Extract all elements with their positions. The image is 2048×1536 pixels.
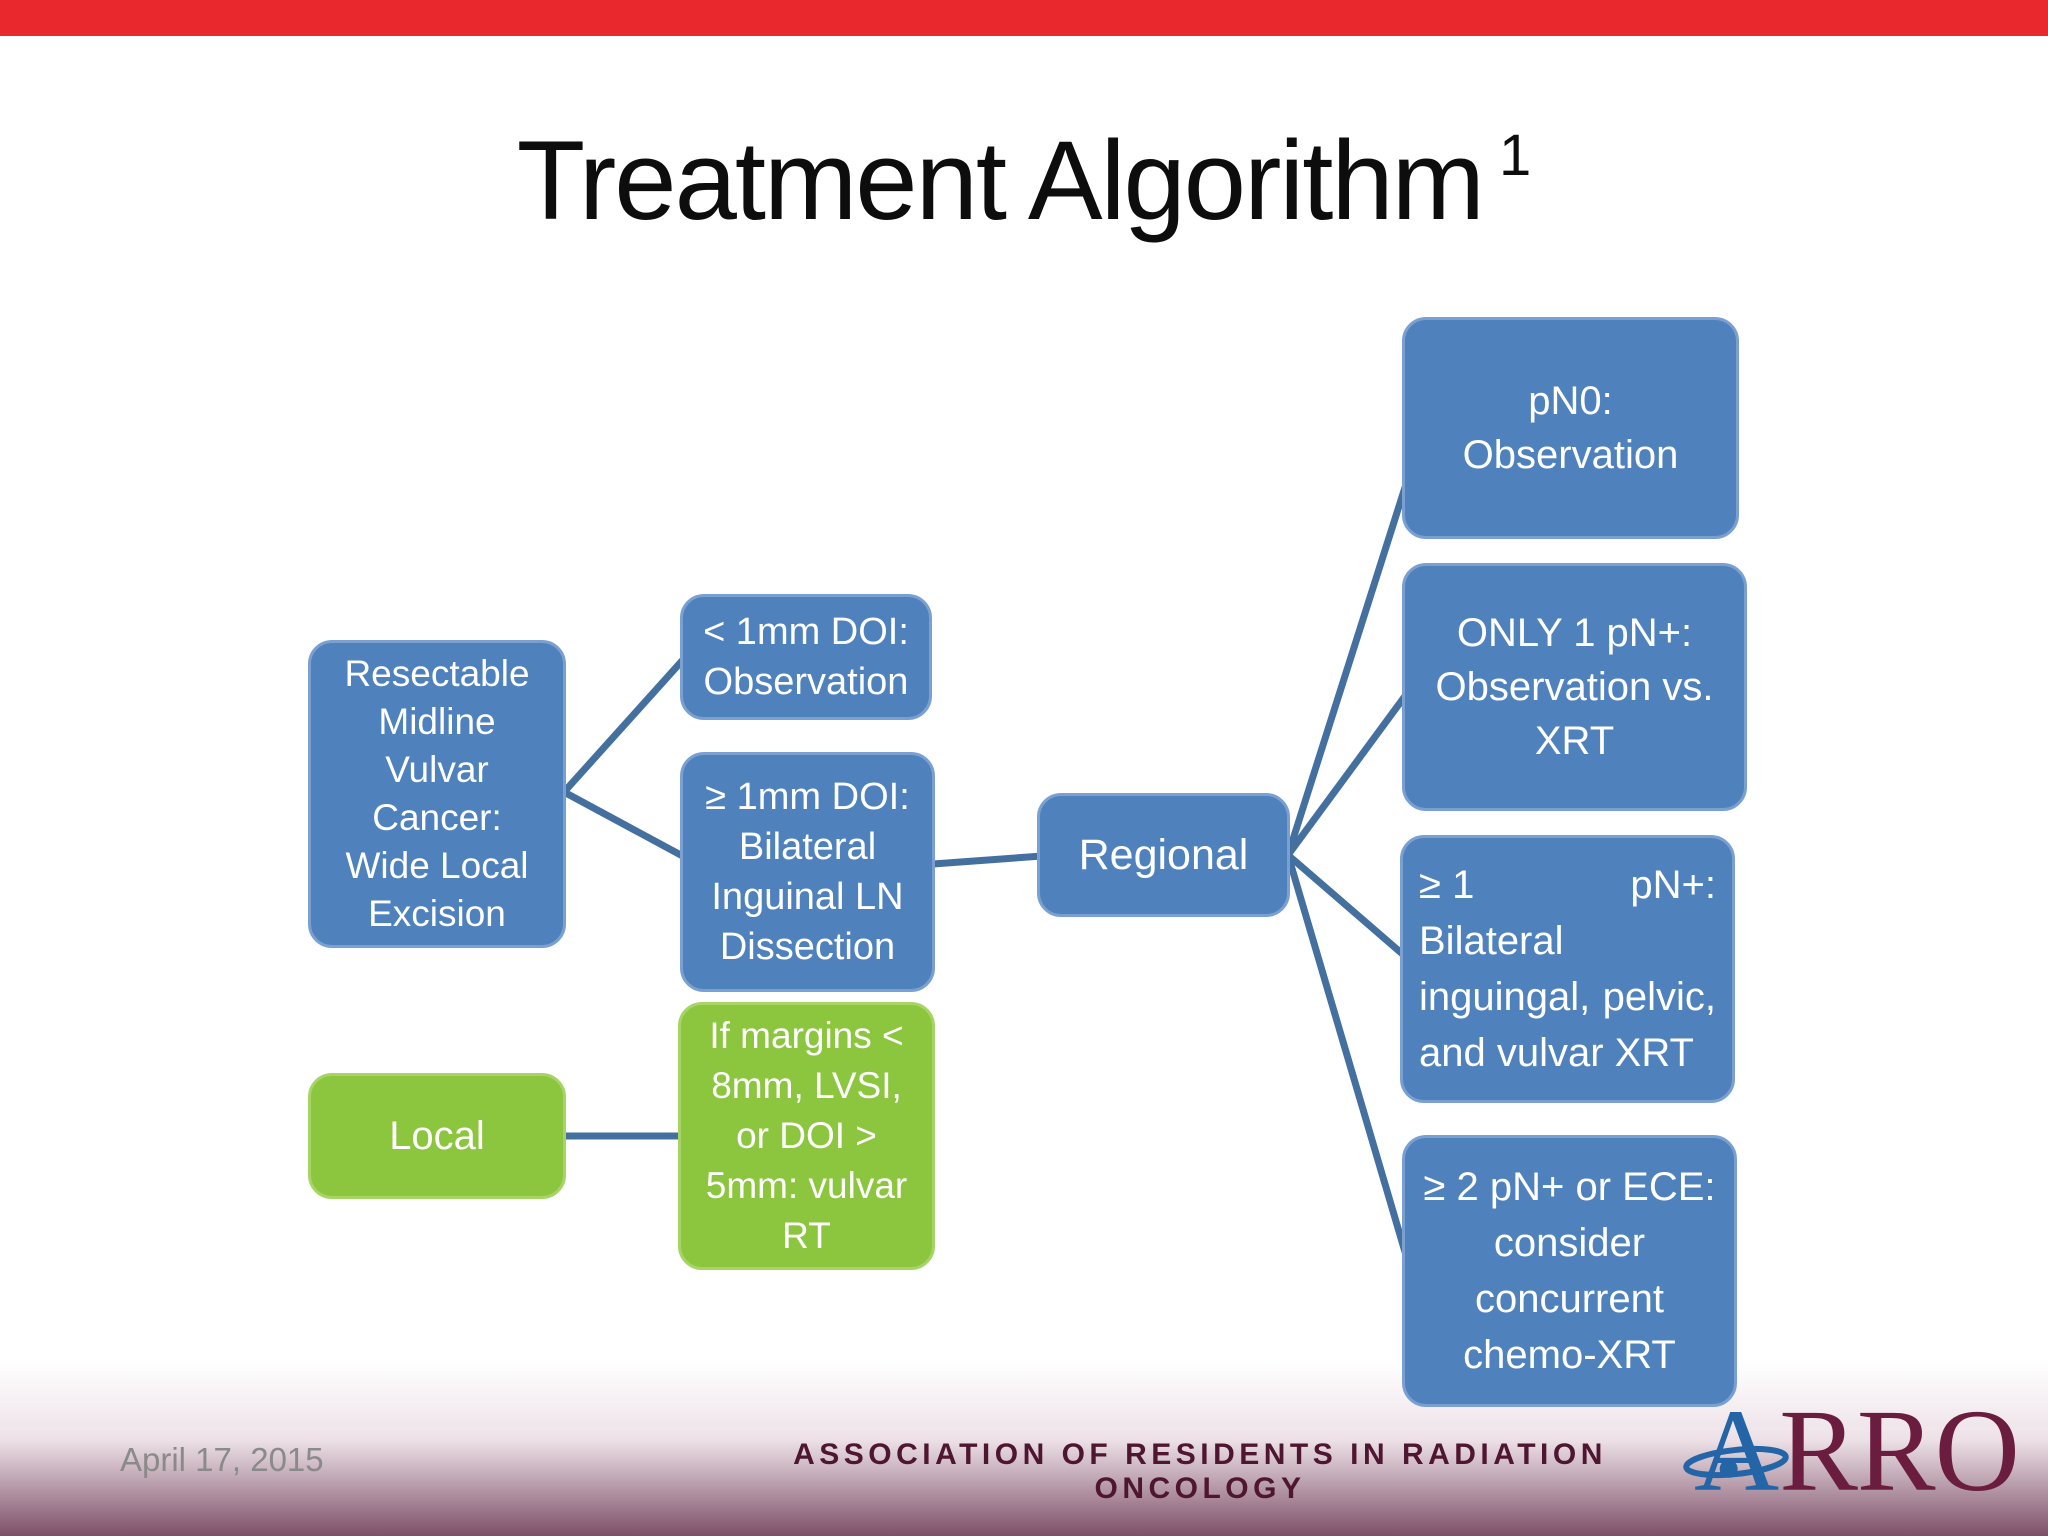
node-line: If margins < (709, 1015, 904, 1056)
node-line: concurrent (1475, 1277, 1664, 1321)
node-line: Inguinal LN (711, 876, 904, 918)
node-line: ≥ 1mm DOI: (705, 776, 910, 818)
node-line: Dissection (719, 926, 896, 968)
node-line: Observation (703, 661, 909, 703)
arro-logo-orbit-icon (1683, 1445, 1789, 1479)
node-line: ≥ 2 pN+ or ECE: (1423, 1165, 1716, 1209)
organization-name: ASSOCIATION OF RESIDENTS IN RADIATION ON… (793, 1438, 1607, 1505)
node-line-left: inguingal, (1419, 975, 1591, 1019)
connector-resectable-ge1mm (562, 788, 692, 864)
node-line: Midline (378, 701, 496, 742)
connector-regional-only1 (1285, 689, 1411, 858)
title-text: Treatment Algorithm (516, 118, 1485, 243)
node-line: < 1mm DOI: (703, 611, 909, 653)
node-line: Wide Local (345, 845, 529, 886)
slide-date: April 17, 2015 (120, 1441, 324, 1478)
node-line: Regional (1078, 830, 1249, 879)
node-line: Excision (368, 893, 506, 934)
node-resectable-midline-vulvar-cancer: Resectable Midline Vulvar Cancer: Wide L… (308, 640, 566, 948)
node-line: Observation vs. (1435, 665, 1714, 709)
node-line: Observation (1462, 433, 1679, 477)
arro-logo-letters-rro: RRO (1779, 1385, 2020, 1516)
node-only-1-pn-observation-vs-xrt: ONLY 1 pN+: Observation vs. XRT (1402, 563, 1747, 811)
node-line: Local (389, 1113, 485, 1158)
node-regional: Regional (1037, 793, 1290, 917)
node-line: ONLY 1 pN+: (1456, 611, 1693, 655)
node-local: Local (308, 1073, 566, 1199)
connector-regional-ge2pn (1284, 854, 1412, 1263)
node-line: Bilateral (1419, 919, 1564, 963)
node-line: ≥ 1 pN+: (1419, 857, 1716, 913)
node-line: pN0: (1528, 379, 1613, 423)
node-ge-2-pn-or-ece-chemo-xrt: ≥ 2 pN+ or ECE: consider concurrent chem… (1402, 1135, 1737, 1407)
node-lt-1mm-doi-observation: < 1mm DOI: Observation (680, 594, 932, 720)
node-line: Resectable (344, 653, 530, 694)
node-line: RT (782, 1215, 831, 1256)
node-gt-1-pn-bilateral-xrt: ≥ 1 pN+: Bilateral inguingal, pelvic, an… (1400, 835, 1735, 1103)
connector-regional-gt1pn (1285, 852, 1409, 960)
node-line-right: pN+: (1630, 863, 1716, 907)
node-line: Vulvar (385, 749, 489, 790)
node-ge-1mm-doi-dissection: ≥ 1mm DOI: Bilateral Inguinal LN Dissect… (680, 752, 935, 992)
connector-ge1mm-regional (932, 852, 1043, 868)
node-line: 8mm, LVSI, (711, 1065, 902, 1106)
arro-logo: ARRO (1683, 1392, 2020, 1521)
node-line: Bilateral (738, 826, 877, 868)
title-superscript: 1 (1498, 123, 1532, 188)
node-line: 5mm: vulvar (705, 1165, 908, 1206)
node-line: chemo-XRT (1463, 1333, 1676, 1377)
node-line: consider (1493, 1221, 1646, 1265)
connector-resectable-lt1mm (561, 649, 693, 795)
node-line: inguingal, pelvic, (1419, 969, 1716, 1025)
connector-regional-pn0 (1284, 476, 1412, 857)
node-if-margins-vulvar-rt: If margins < 8mm, LVSI, or DOI > 5mm: vu… (678, 1002, 935, 1270)
node-line: and vulvar XRT (1419, 1031, 1694, 1075)
node-line-right: pelvic, (1602, 975, 1716, 1019)
node-line: Cancer: (372, 797, 502, 838)
node-pn0-observation: pN0: Observation (1402, 317, 1739, 539)
node-line: XRT (1534, 719, 1615, 763)
top-accent-bar (0, 0, 2048, 36)
node-line-left: ≥ 1 (1419, 863, 1475, 907)
node-line: or DOI > (736, 1115, 877, 1156)
